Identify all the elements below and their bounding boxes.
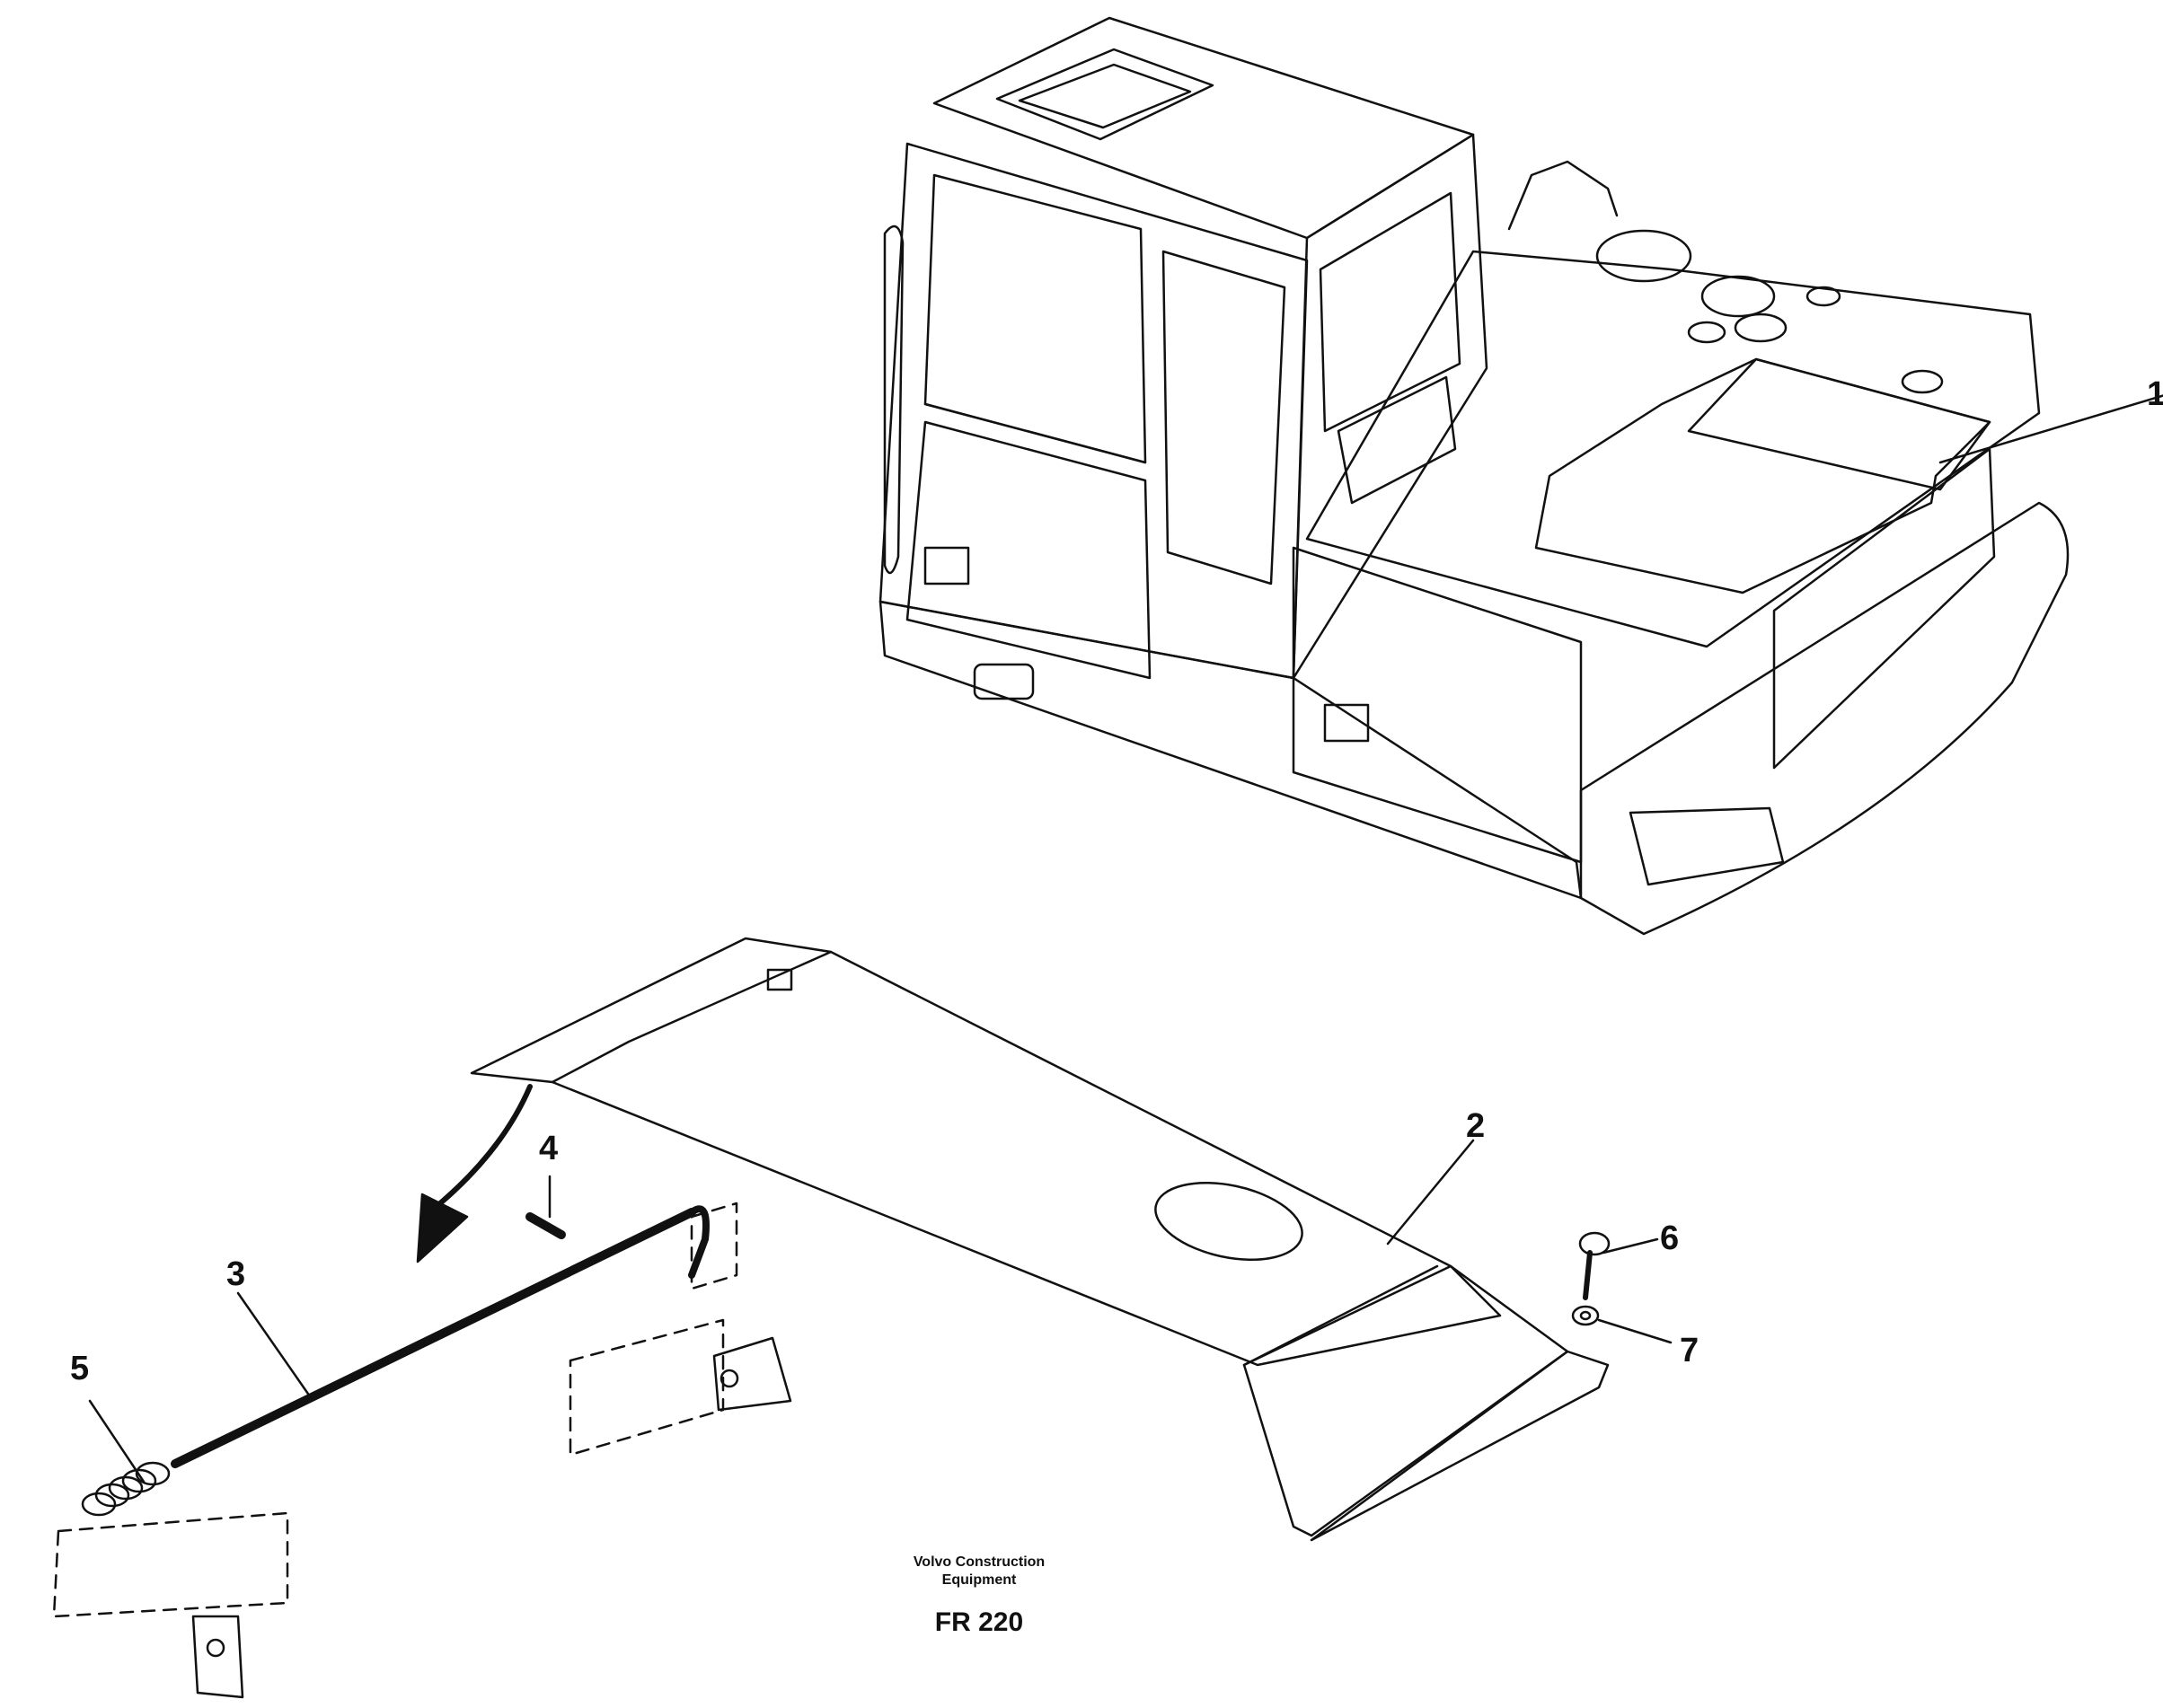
cab-roof xyxy=(932,16,1475,240)
bracket-left-mount xyxy=(191,1615,244,1699)
cover-plate xyxy=(470,937,1610,1542)
step-slot xyxy=(973,663,1035,700)
mirror-box xyxy=(1337,375,1457,505)
bracket-mid-upper xyxy=(690,1202,738,1290)
leader-2 xyxy=(1386,1139,1475,1246)
callout-1: 1 xyxy=(2147,375,2163,413)
handrail xyxy=(883,225,905,575)
brand-line-2: Equipment xyxy=(941,1572,1017,1588)
bracket-left xyxy=(52,1511,289,1618)
base-frame xyxy=(878,600,1583,900)
counterweight xyxy=(1579,501,2070,936)
filter-cap-5 xyxy=(1901,369,1944,394)
cab-window-left xyxy=(923,173,1147,464)
callout-6: 6 xyxy=(1660,1219,1680,1257)
brand-block: Volvo Construction Equipment xyxy=(885,1554,1073,1589)
callout-2: 2 xyxy=(1466,1107,1486,1145)
hood-top xyxy=(1687,357,1991,491)
cover-plate-top xyxy=(470,937,1502,1367)
filter-cap-2 xyxy=(1734,313,1788,343)
cover-plate-front-fold xyxy=(1242,1264,1569,1537)
leader-5 xyxy=(88,1399,146,1483)
brand-line-1: Volvo Construction xyxy=(913,1554,1046,1570)
callout-7: 7 xyxy=(1680,1332,1700,1369)
bolt xyxy=(1578,1231,1611,1300)
filter-cap-large xyxy=(1595,229,1692,283)
leader-7 xyxy=(1597,1318,1673,1344)
callout-4: 4 xyxy=(539,1130,559,1167)
filter-cap-1 xyxy=(1700,275,1776,318)
filter-cap-3 xyxy=(1687,321,1726,344)
roof-hatch xyxy=(995,48,1214,141)
cover-plate-end xyxy=(1310,1350,1610,1542)
hinge-bracket xyxy=(766,968,793,991)
callout-3: 3 xyxy=(226,1255,246,1293)
cab-lower-panel xyxy=(905,420,1152,680)
filter-cap-4 xyxy=(1805,286,1841,307)
cab-window-door xyxy=(1161,250,1286,585)
locking-rod xyxy=(171,1205,710,1468)
deck xyxy=(1305,250,2041,648)
counterweight-lights xyxy=(1629,806,1785,886)
spring xyxy=(81,1461,171,1517)
guard-rail xyxy=(1507,160,1619,231)
leader-6 xyxy=(1602,1237,1659,1255)
excavator-upper-structure xyxy=(878,16,2070,936)
roof-hatch-inner xyxy=(1018,63,1192,129)
cab-side-window xyxy=(1319,191,1461,433)
bracket-mid xyxy=(569,1318,725,1457)
side-door-handle xyxy=(1323,703,1370,743)
swing-arrowhead xyxy=(416,1193,469,1263)
cab-side xyxy=(1292,133,1488,680)
callout-5: 5 xyxy=(70,1350,90,1387)
door-handle xyxy=(923,546,970,585)
pin xyxy=(525,1212,566,1239)
rear-panel xyxy=(1772,447,1996,770)
bracket-mid-mount xyxy=(712,1336,792,1412)
figure-ref: FR 220 xyxy=(934,1607,1024,1637)
cover-plate-crease xyxy=(551,950,833,1084)
cover-plate-opening xyxy=(1154,1181,1303,1262)
engine-hood xyxy=(1534,357,1991,594)
window-divider xyxy=(923,402,1147,464)
washer xyxy=(1571,1305,1600,1326)
swing-arrow xyxy=(437,1084,533,1206)
leader-lines xyxy=(88,394,2163,1483)
cab-front xyxy=(878,142,1309,680)
leader-1 xyxy=(1938,394,2163,464)
leader-3 xyxy=(236,1291,312,1398)
